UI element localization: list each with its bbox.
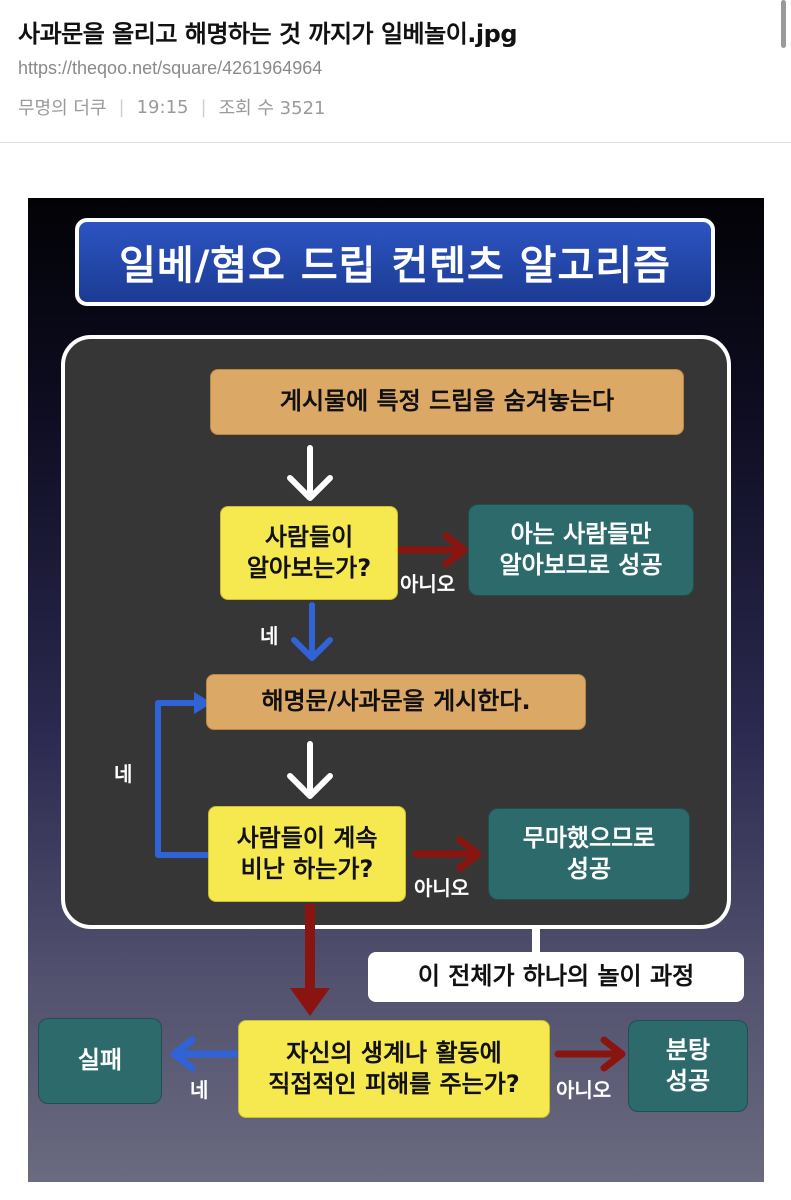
label-no: 아니오 (556, 1078, 612, 1102)
arrow-right-icon (554, 1036, 626, 1072)
label-no: 아니오 (414, 876, 470, 900)
result-covered-up: 무마했으므로 성공 (488, 808, 690, 900)
arrow-right-icon (412, 836, 482, 872)
post-time: 19:15 (136, 96, 189, 118)
whole-process-label: 이 전체가 하나의 놀이 과정 (368, 952, 744, 1002)
flow-arrows (155, 445, 626, 1072)
view-count: 조회 수 3521 (218, 98, 326, 119)
flowchart-title: 일베/혐오 드립 컨텐츠 알고리즘 (75, 218, 715, 306)
question-recognize: 사람들이 알아보는가? (220, 506, 398, 600)
post-url[interactable]: https://theqoo.net/square/4261964964 (18, 58, 323, 78)
arrow-down-icon (291, 602, 333, 661)
label-yes: 네 (190, 1078, 209, 1102)
loop-arrow-icon (155, 692, 212, 858)
arrow-down-icon (290, 904, 330, 1016)
connector-line (532, 928, 540, 952)
question-line: 직접적인 피해를 주는가? (268, 1070, 520, 1098)
question-keep-blaming: 사람들이 계속 비난 하는가? (208, 806, 406, 902)
result-line: 성공 (566, 855, 612, 883)
meta-separator: | (200, 96, 207, 118)
arrow-down-icon (287, 741, 333, 799)
arrow-right-icon (396, 532, 468, 568)
result-line: 분탕 (665, 1035, 711, 1064)
result-troll-success: 분탕 성공 (628, 1020, 748, 1112)
question-real-harm: 자신의 생계나 활동에 직접적인 피해를 주는가? (238, 1020, 550, 1118)
result-insiders-success: 아는 사람들만 알아보므로 성공 (468, 504, 694, 596)
arrow-left-icon (170, 1036, 240, 1072)
question-line: 사람들이 (264, 522, 354, 551)
result-line: 무마했으므로 (522, 823, 656, 852)
label-no: 아니오 (400, 572, 456, 596)
meta-separator: | (118, 96, 125, 118)
question-line: 알아보는가? (246, 554, 372, 582)
result-line: 성공 (665, 1067, 711, 1095)
author-name: 무명의 더쿠 (18, 98, 107, 119)
label-yes: 네 (114, 762, 133, 786)
flowchart-image: 일베/혐오 드립 컨텐츠 알고리즘 (28, 198, 764, 1182)
question-line: 자신의 생계나 활동에 (286, 1038, 502, 1067)
post-meta: 무명의 더쿠 | 19:15 | 조회 수 3521 (18, 94, 326, 120)
scrollbar[interactable] (781, 0, 786, 48)
question-line: 사람들이 계속 (236, 823, 378, 852)
result-line: 아는 사람들만 (510, 519, 652, 548)
result-line: 알아보므로 성공 (499, 551, 663, 579)
question-line: 비난 하는가? (240, 855, 374, 883)
post-title: 사과문을 올리고 해명하는 것 까지가 일베놀이.jpg (18, 20, 518, 48)
step-post-apology: 해명문/사과문을 게시한다. (206, 674, 586, 730)
step-hide-joke: 게시물에 특정 드립을 숨겨놓는다 (210, 369, 684, 435)
arrow-down-icon (287, 445, 333, 501)
header-divider (0, 142, 791, 143)
result-fail: 실패 (38, 1018, 162, 1104)
label-yes: 네 (260, 624, 279, 648)
